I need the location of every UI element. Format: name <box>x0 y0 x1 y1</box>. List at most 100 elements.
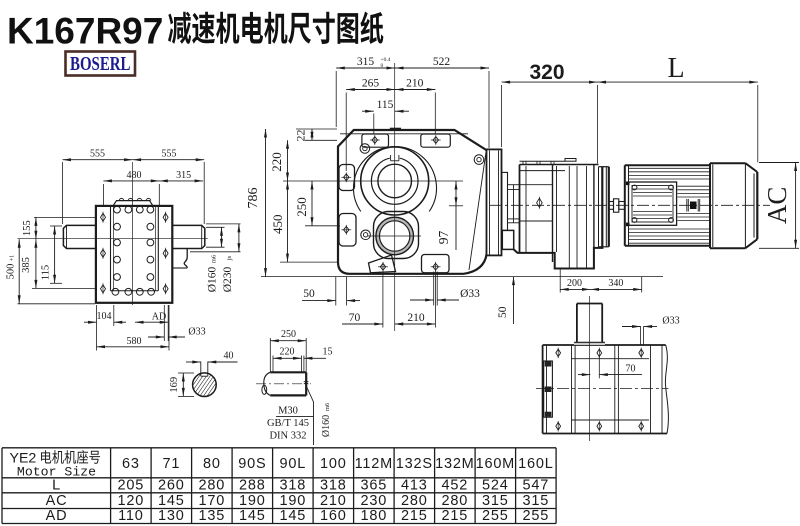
svg-text:63: 63 <box>122 456 140 472</box>
svg-text:Ø33: Ø33 <box>188 326 205 337</box>
svg-text:DIN 332: DIN 332 <box>269 431 306 442</box>
svg-text:YE2: YE2 <box>10 450 37 466</box>
svg-text:0: 0 <box>381 63 384 69</box>
svg-text:22: 22 <box>294 130 308 142</box>
svg-text:210: 210 <box>407 312 425 324</box>
svg-text:230: 230 <box>361 493 388 509</box>
svg-text:Motor Size: Motor Size <box>17 465 96 480</box>
svg-text:547: 547 <box>523 477 550 493</box>
svg-text:AC: AC <box>46 493 68 509</box>
svg-text:340: 340 <box>608 278 623 289</box>
svg-text:255: 255 <box>523 508 550 524</box>
svg-text:210: 210 <box>406 77 424 89</box>
svg-text:120: 120 <box>118 493 145 509</box>
svg-text:500: 500 <box>6 264 17 280</box>
svg-text:220: 220 <box>269 152 284 172</box>
svg-text:315: 315 <box>523 493 550 509</box>
svg-text:BOSERL: BOSERL <box>70 53 131 75</box>
svg-text:112M: 112M <box>355 456 393 472</box>
svg-text:210: 210 <box>320 493 347 509</box>
svg-text:522: 522 <box>433 56 451 68</box>
svg-text:169: 169 <box>169 377 180 393</box>
svg-text:K167R97: K167R97 <box>7 10 163 51</box>
svg-text:320: 320 <box>529 61 564 84</box>
svg-text:385: 385 <box>21 257 32 273</box>
svg-text:215: 215 <box>442 508 469 524</box>
svg-text:318: 318 <box>280 477 307 493</box>
svg-text:M30: M30 <box>278 406 298 417</box>
svg-text:260: 260 <box>158 477 185 493</box>
svg-text:Ø160: Ø160 <box>321 415 332 437</box>
svg-text:524: 524 <box>482 477 509 493</box>
svg-text:160: 160 <box>320 508 347 524</box>
svg-text:452: 452 <box>442 477 469 493</box>
svg-text:132S: 132S <box>396 456 433 472</box>
svg-text:155: 155 <box>22 220 33 236</box>
svg-text:70: 70 <box>626 363 636 374</box>
svg-text:160M: 160M <box>476 456 515 472</box>
svg-text:160L: 160L <box>518 456 553 472</box>
svg-text:50: 50 <box>497 306 509 318</box>
svg-text:250: 250 <box>281 329 296 340</box>
svg-text:80: 80 <box>203 456 221 472</box>
svg-text:265: 265 <box>362 77 380 89</box>
svg-text:90S: 90S <box>238 456 266 472</box>
svg-text:70: 70 <box>349 312 361 324</box>
svg-text:AD: AD <box>46 508 68 524</box>
svg-text:288: 288 <box>239 477 266 493</box>
svg-text:GB/T 145: GB/T 145 <box>267 418 309 429</box>
svg-text:413: 413 <box>401 477 428 493</box>
svg-text:555: 555 <box>162 149 177 160</box>
svg-text:40: 40 <box>224 351 234 362</box>
svg-text:110: 110 <box>118 508 144 524</box>
svg-text:450: 450 <box>270 215 285 235</box>
svg-text:Ø33: Ø33 <box>460 288 480 300</box>
svg-text:90L: 90L <box>280 456 307 472</box>
svg-text:132M: 132M <box>435 456 474 472</box>
svg-text:+1: +1 <box>10 255 16 261</box>
svg-text:Ø160: Ø160 <box>207 266 219 292</box>
svg-text:205: 205 <box>118 477 145 493</box>
svg-text:AD: AD <box>152 312 166 323</box>
svg-text:315: 315 <box>357 56 375 68</box>
svg-text:+0.4: +0.4 <box>381 57 391 63</box>
svg-text:180: 180 <box>361 508 388 524</box>
svg-text:190: 190 <box>280 493 307 509</box>
svg-text:145: 145 <box>239 508 266 524</box>
svg-text:115: 115 <box>377 99 394 111</box>
svg-text:L: L <box>52 477 61 493</box>
svg-text:555: 555 <box>90 149 105 160</box>
svg-text:315: 315 <box>176 170 191 181</box>
svg-text:315: 315 <box>482 493 509 509</box>
svg-text:Ø33: Ø33 <box>662 315 679 326</box>
svg-text:170: 170 <box>199 493 226 509</box>
svg-text:786: 786 <box>246 188 261 209</box>
svg-text:200: 200 <box>567 278 582 289</box>
svg-text:Ø230: Ø230 <box>222 266 234 292</box>
svg-text:318: 318 <box>320 477 347 493</box>
svg-text:100: 100 <box>320 456 347 472</box>
svg-text:280: 280 <box>199 477 226 493</box>
svg-text:130: 130 <box>158 508 185 524</box>
svg-text:365: 365 <box>361 477 388 493</box>
svg-text:220: 220 <box>280 347 295 358</box>
svg-text:190: 190 <box>239 493 266 509</box>
svg-text:145: 145 <box>158 493 185 509</box>
svg-text:71: 71 <box>162 456 180 472</box>
svg-text:145: 145 <box>280 508 307 524</box>
svg-text:250: 250 <box>294 197 309 217</box>
svg-text:97: 97 <box>436 231 451 245</box>
svg-text:115: 115 <box>41 265 52 280</box>
svg-text:280: 280 <box>442 493 469 509</box>
svg-text:255: 255 <box>482 508 509 524</box>
svg-text:104: 104 <box>97 311 112 322</box>
svg-text:15: 15 <box>323 347 333 358</box>
svg-text:280: 280 <box>401 493 428 509</box>
svg-text:480: 480 <box>127 170 142 181</box>
svg-text:215: 215 <box>401 508 428 524</box>
svg-text:580: 580 <box>127 336 142 347</box>
svg-text:L: L <box>667 53 684 84</box>
svg-text:m6: m6 <box>211 254 218 263</box>
svg-text:135: 135 <box>199 508 226 524</box>
svg-text:50: 50 <box>303 288 315 300</box>
